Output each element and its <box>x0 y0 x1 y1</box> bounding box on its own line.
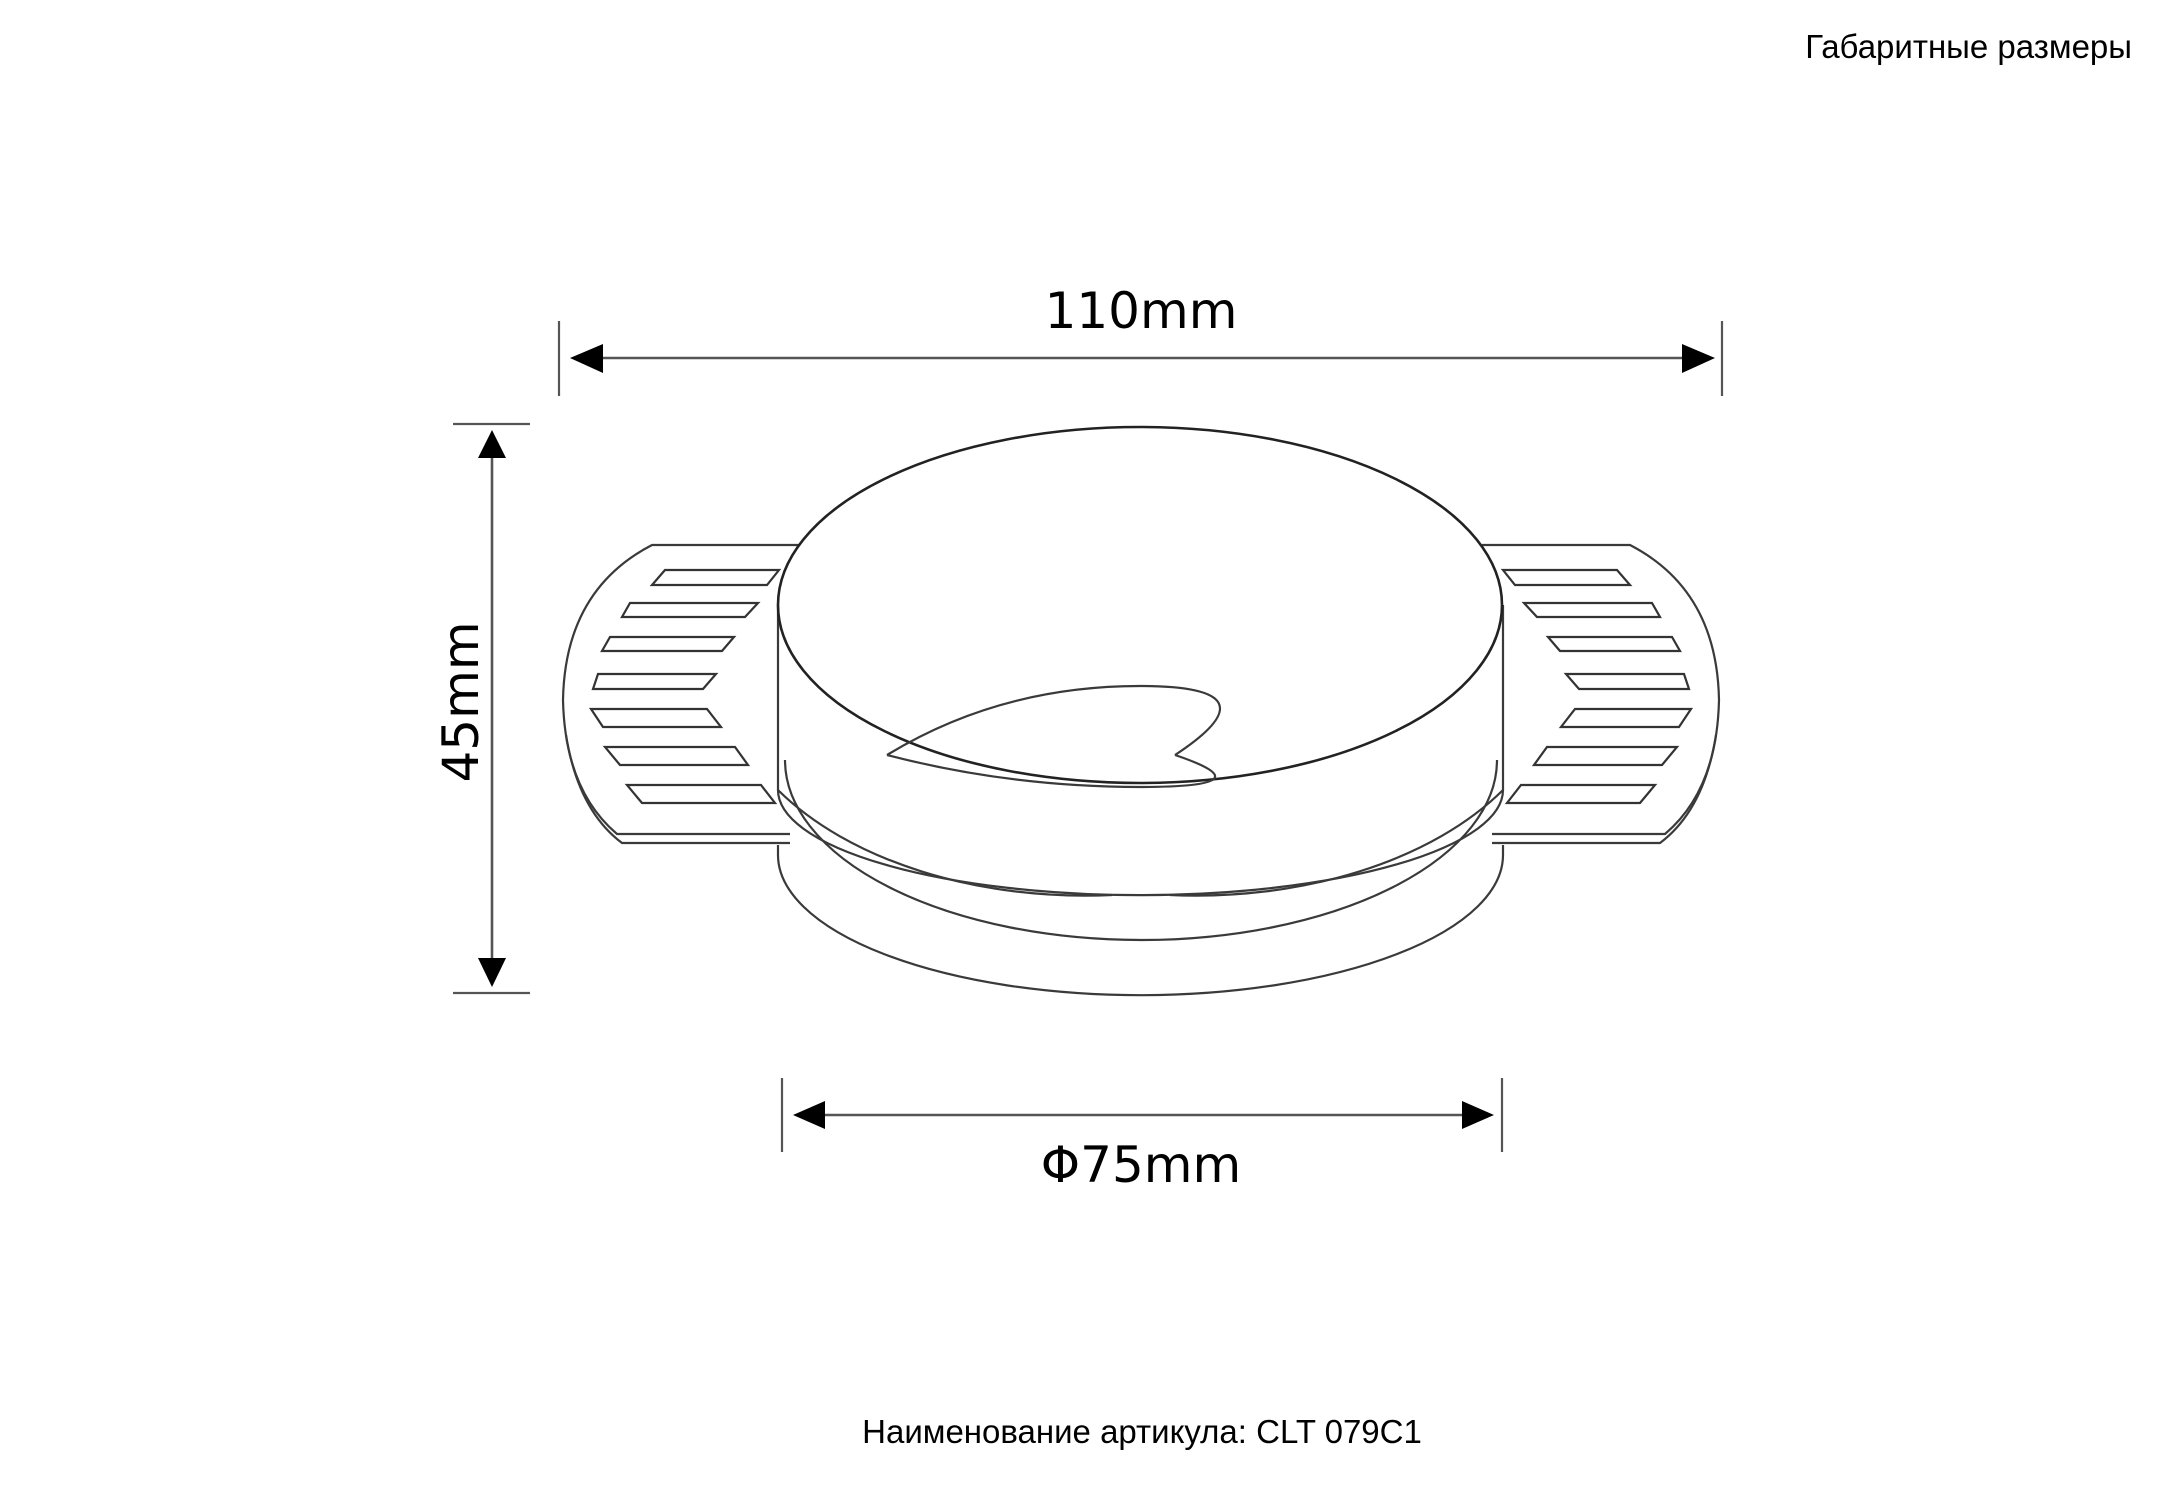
lamp-body <box>776 425 1505 997</box>
arrow-left-icon <box>570 344 603 373</box>
diameter-dimension: Φ75mm <box>780 1078 1504 1194</box>
arrow-down-icon <box>478 958 506 987</box>
arrow-up-icon <box>478 430 506 458</box>
width-label: 110mm <box>1045 282 1238 340</box>
height-label: 45mm <box>432 621 490 782</box>
diameter-label: Φ75mm <box>1041 1136 1241 1194</box>
left-mounting-bracket <box>561 543 800 845</box>
arrow-right-icon <box>1462 1101 1494 1129</box>
arrow-right-icon <box>1682 344 1715 373</box>
page-title: Габаритные размеры <box>1805 28 2132 65</box>
right-mounting-bracket <box>1482 543 1721 845</box>
arrow-left-icon <box>793 1101 825 1129</box>
height-dimension: 45mm <box>432 422 530 995</box>
article-name: Наименование артикула: CLT 079C1 <box>862 1413 1422 1450</box>
width-dimension: 110mm <box>557 282 1724 396</box>
